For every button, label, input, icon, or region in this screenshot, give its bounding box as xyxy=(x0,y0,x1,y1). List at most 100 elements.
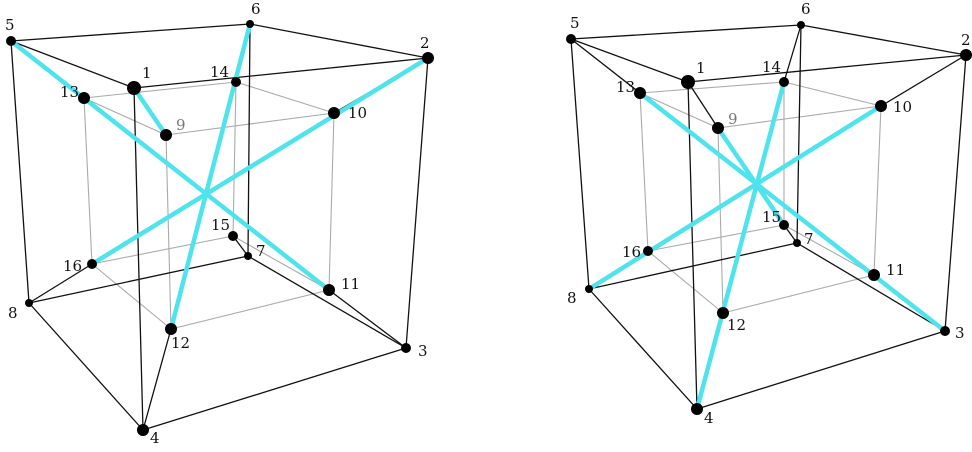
vertex-16 xyxy=(643,246,653,256)
vertex-label: 13 xyxy=(60,83,79,101)
vertex-9 xyxy=(160,129,172,141)
outer-edge xyxy=(696,330,946,410)
inner-edge xyxy=(328,112,335,291)
vertex-14 xyxy=(231,77,241,87)
vertex-11 xyxy=(323,284,335,296)
inner-edge xyxy=(639,92,719,129)
vertex-label: 1 xyxy=(696,59,706,77)
vertex-label: 12 xyxy=(727,316,746,334)
outer-edge xyxy=(28,255,249,304)
highlight-segment xyxy=(168,21,253,332)
outer-edge xyxy=(588,288,698,410)
connector-edge xyxy=(142,328,172,431)
vertex-label: 3 xyxy=(418,342,428,360)
vertex-label: 6 xyxy=(801,0,811,18)
vertex-label: 5 xyxy=(570,14,580,32)
vertex-label: 15 xyxy=(211,216,230,234)
inner-edge xyxy=(83,97,93,265)
outer-edge xyxy=(142,347,407,431)
vertex-7 xyxy=(793,239,801,247)
vertex-6 xyxy=(246,20,254,28)
outer-edge xyxy=(796,242,946,332)
outer-edge xyxy=(687,81,698,410)
inner-edge xyxy=(873,105,882,276)
inner-edge xyxy=(717,127,724,314)
outer-edge xyxy=(28,302,144,431)
vertex-12 xyxy=(717,307,729,319)
vertex-label: 7 xyxy=(256,242,266,260)
vertex-13 xyxy=(78,92,90,104)
vertex-2 xyxy=(422,52,434,64)
vertex-label: 12 xyxy=(171,334,190,352)
vertex-8 xyxy=(25,299,33,307)
highlight-segment xyxy=(131,85,169,138)
vertex-label: 4 xyxy=(150,429,160,447)
vertex-label: 10 xyxy=(893,98,912,116)
outer-edge xyxy=(800,24,967,56)
outer-edge xyxy=(249,23,429,59)
inner-edge xyxy=(647,250,724,314)
vertex-10 xyxy=(875,100,887,112)
vertex-12 xyxy=(165,323,177,335)
outer-edge xyxy=(570,38,590,290)
connector-edge xyxy=(570,38,641,94)
outer-edge xyxy=(133,57,429,89)
vertex-label: 4 xyxy=(704,409,714,427)
vertex-label: 8 xyxy=(567,289,577,307)
inner-edge xyxy=(165,134,172,330)
vertex-6 xyxy=(797,21,805,29)
vertex-label: 15 xyxy=(762,208,781,226)
vertex-label: 6 xyxy=(251,0,261,18)
highlight-segment xyxy=(89,55,431,267)
outer-edge xyxy=(588,242,798,290)
vertex-label: 9 xyxy=(728,110,738,128)
highlight-segment xyxy=(8,38,332,293)
outer-edge xyxy=(570,24,802,40)
vertex-14 xyxy=(779,77,789,87)
outer-edge xyxy=(405,57,429,349)
vertex-label: 2 xyxy=(961,31,971,49)
highlight-segment xyxy=(715,125,787,228)
outer-edge xyxy=(10,40,30,304)
vertex-4 xyxy=(137,424,149,436)
vertex-label: 10 xyxy=(348,104,367,122)
inner-edge xyxy=(83,97,167,136)
vertex-3 xyxy=(940,326,950,336)
highlight-segment xyxy=(637,90,948,334)
connector-edge xyxy=(687,81,719,129)
highlight-segment xyxy=(694,79,787,412)
inner-edge xyxy=(232,81,237,237)
inner-edge xyxy=(639,81,785,94)
vertex-4 xyxy=(691,403,703,415)
inner-edge xyxy=(639,92,649,252)
vertex-label: 11 xyxy=(886,261,905,279)
vertex-label: 3 xyxy=(955,324,965,342)
vertex-1 xyxy=(681,75,695,89)
vertex-8 xyxy=(585,285,593,293)
outer-edge xyxy=(10,23,251,42)
connector-edge xyxy=(880,54,967,107)
outer-edge xyxy=(687,54,967,83)
vertex-16 xyxy=(87,259,97,269)
vertex-label: 13 xyxy=(616,78,635,96)
inner-edge xyxy=(83,81,237,99)
outer-edge xyxy=(796,24,802,244)
vertex-label: 7 xyxy=(804,230,814,248)
inner-edge xyxy=(722,274,875,314)
vertex-15 xyxy=(228,231,238,241)
inner-edge xyxy=(165,112,335,136)
highlight-segment xyxy=(586,103,884,292)
vertex-label: 14 xyxy=(762,58,781,76)
vertex-2 xyxy=(960,49,972,61)
vertex-7 xyxy=(244,252,252,260)
outer-edge xyxy=(570,38,689,83)
vertex-label: 2 xyxy=(420,34,430,52)
inner-edge xyxy=(91,263,172,330)
vertex-5 xyxy=(566,34,576,44)
outer-edge xyxy=(944,54,967,332)
inner-edge xyxy=(235,81,335,114)
vertex-label: 16 xyxy=(622,243,641,261)
vertex-10 xyxy=(328,107,340,119)
